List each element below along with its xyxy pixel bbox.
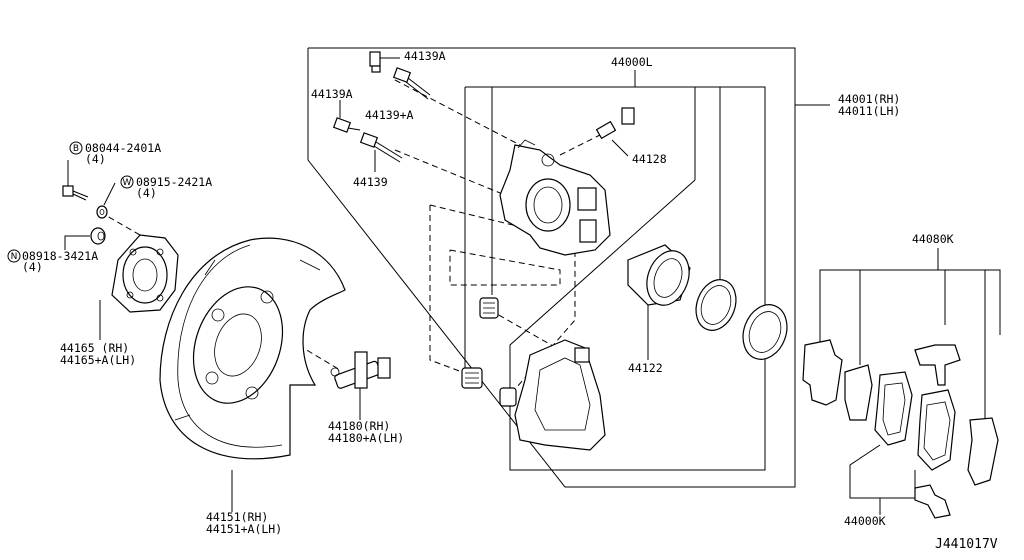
pad-kit-bracket — [819, 248, 1001, 515]
boot-upper-icon — [479, 297, 499, 319]
label-bleeder-44128: 44128 — [632, 152, 667, 166]
boot-lower-icon — [461, 367, 517, 407]
piston-seal-icon — [695, 279, 737, 331]
dust-boot-icon — [742, 304, 788, 360]
label-nut-08918-qty: (4) — [22, 260, 43, 274]
label-hub-44165a: 44165+A(LH) — [60, 353, 136, 367]
piston-44122 — [627, 244, 691, 360]
bleeder-44128-icon — [595, 107, 635, 157]
backing-plate-44151 — [159, 237, 346, 512]
label-nut-08918: 08918-3421A — [22, 249, 98, 263]
parking-lever-44180 — [330, 351, 391, 420]
label-bolt-08044: 08044-2401A — [85, 141, 161, 155]
label-pin-44139a-left: 44139A — [311, 87, 353, 101]
label-pin-44139: 44139 — [353, 175, 388, 189]
label-lever-44180a: 44180+A(LH) — [328, 431, 404, 445]
label-pads-44080k: 44080K — [912, 232, 954, 246]
svg-text:N: N — [11, 252, 18, 262]
label-plate-44151: 44151(RH) — [206, 510, 268, 524]
label-washer-08915: 08915-2421A — [136, 175, 212, 189]
hub-44165 — [99, 234, 179, 340]
label-washer-08915-qty: (4) — [136, 186, 157, 200]
label-piston-44122: 44122 — [628, 361, 663, 375]
caliper-assembly-outline — [307, 47, 830, 488]
label-plate-44151a: 44151+A(LH) — [206, 522, 282, 536]
svg-text:W: W — [123, 178, 132, 188]
caliper-body — [499, 139, 611, 256]
pin-44139a-top-icon — [369, 51, 400, 73]
bolt-08044-icon — [62, 160, 89, 201]
pin-44139-plus-icon — [392, 67, 431, 100]
bolt-prefix-badge: B — [69, 141, 83, 155]
label-hub-44165: 44165 (RH) — [60, 341, 129, 355]
label-assy-44011: 44011(LH) — [838, 104, 900, 118]
caliper-44000l-bracket — [464, 70, 766, 471]
label-assy-44001: 44001(RH) — [838, 92, 900, 106]
exploded-view-dashes — [99, 79, 601, 396]
label-lever-44180: 44180(RH) — [328, 419, 390, 433]
label-bolt-08044-qty: (4) — [85, 152, 106, 166]
label-caliper-44000l: 44000L — [611, 55, 653, 69]
nut-08918-icon — [64, 227, 106, 250]
nut-prefix-badge: N — [7, 249, 21, 263]
caliper-support — [514, 339, 606, 451]
washer-prefix-badge: W — [120, 175, 134, 189]
label-pin-44139a-top: 44139A — [404, 49, 446, 63]
label-pads-44000k: 44000K — [844, 514, 886, 528]
pin-44139-icon — [359, 132, 403, 172]
label-pin-44139-plus: 44139+A — [365, 108, 414, 122]
brake-pads-icon — [802, 339, 999, 519]
diagram-code: J441017V — [935, 537, 998, 552]
washer-08915-icon — [96, 182, 116, 219]
pin-44139a-left-icon — [332, 100, 361, 133]
svg-text:B: B — [73, 144, 79, 154]
